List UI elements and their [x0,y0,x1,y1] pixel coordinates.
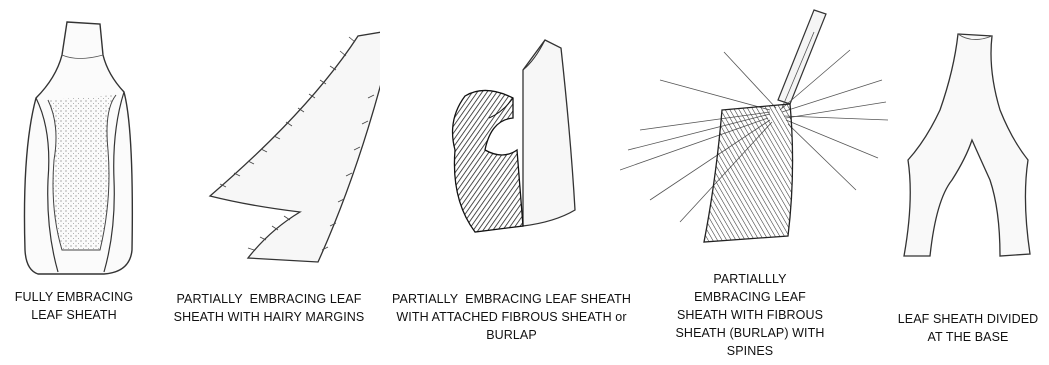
caption-line: FULLY EMBRACING [0,288,148,306]
fully-embracing-leaf-sheath-drawing [0,0,150,290]
caption-line: EMBRACING LEAF [660,288,840,306]
panel-hairy-margins: PARTIALLY EMBRACING LEAF SHEATH WITH HAI… [160,0,380,365]
caption-line: SHEATH WITH FIBROUS [660,306,840,324]
caption-line: PARTIALLY EMBRACING LEAF SHEATH [385,290,638,308]
caption-line: LEAF SHEATH [0,306,148,324]
caption-line: AT THE BASE [888,328,1048,346]
caption-line: LEAF SHEATH DIVIDED [888,310,1048,328]
panel-divided-base: LEAF SHEATH DIVIDED AT THE BASE [880,0,1049,365]
hairy-margins-leaf-sheath-drawing [160,0,380,290]
caption-line: PARTIALLY EMBRACING LEAF [160,290,378,308]
caption-burlap-spines: PARTIALLLY EMBRACING LEAF SHEATH WITH FI… [660,270,840,360]
panel-burlap-spines: PARTIALLLY EMBRACING LEAF SHEATH WITH FI… [620,0,890,365]
caption-line: BURLAP [385,326,638,344]
caption-line: SPINES [660,342,840,360]
burlap-with-spines-drawing [620,0,890,290]
panel-fibrous-sheath: PARTIALLY EMBRACING LEAF SHEATH WITH ATT… [385,0,640,365]
caption-fibrous-sheath: PARTIALLY EMBRACING LEAF SHEATH WITH ATT… [385,290,638,344]
caption-line: WITH ATTACHED FIBROUS SHEATH or [385,308,638,326]
fibrous-sheath-burlap-drawing [385,0,640,290]
divided-base-leaf-sheath-drawing [880,0,1049,290]
caption-hairy-margins: PARTIALLY EMBRACING LEAF SHEATH WITH HAI… [160,290,378,326]
caption-line: SHEATH (BURLAP) WITH [660,324,840,342]
panel-fully-embracing: FULLY EMBRACING LEAF SHEATH [0,0,150,365]
caption-fully-embracing: FULLY EMBRACING LEAF SHEATH [0,288,148,324]
caption-line: SHEATH WITH HAIRY MARGINS [160,308,378,326]
caption-divided-base: LEAF SHEATH DIVIDED AT THE BASE [888,310,1048,346]
caption-line: PARTIALLLY [660,270,840,288]
